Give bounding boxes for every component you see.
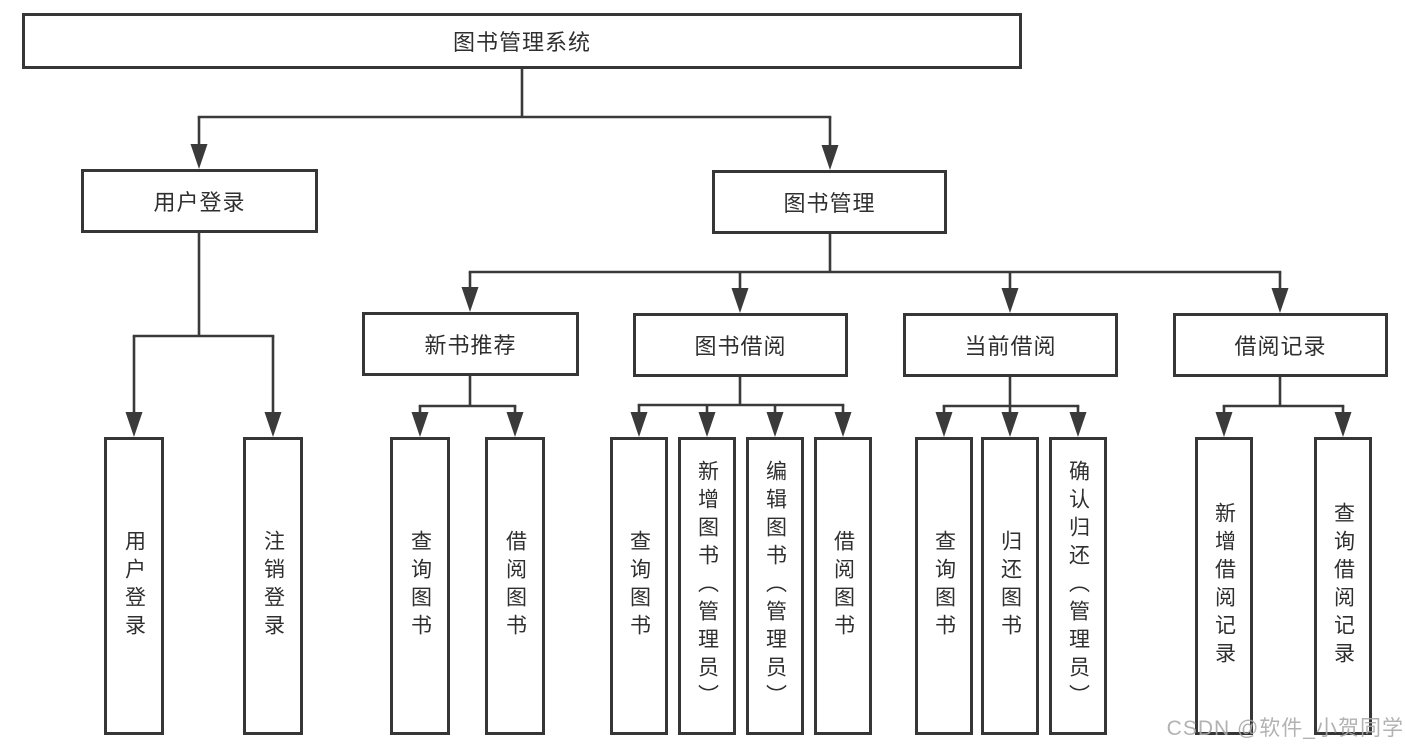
node-current-borrow: 当前借阅 (903, 313, 1118, 377)
leaf-cb-return-books: 归还图书 (981, 437, 1039, 735)
connector-tree-4 (630, 375, 852, 437)
connector-tree-2 (461, 232, 1289, 313)
connector-tree-1 (125, 231, 282, 437)
leaf-bb-borrow-books: 借阅图书 (814, 437, 872, 735)
node-borrow-record: 借阅记录 (1173, 313, 1388, 377)
leaf-user-login: 用户登录 (104, 437, 164, 735)
node-book-borrow: 图书借阅 (633, 313, 848, 377)
leaf-bb-edit-books-admin: 编辑图书（管理员） (746, 437, 804, 735)
node-new-book-recommend: 新书推荐 (362, 312, 579, 376)
leaf-br-query-record: 查询借阅记录 (1314, 437, 1372, 735)
leaf-nbr-borrow-books: 借阅图书 (485, 437, 545, 735)
node-book-management: 图书管理 (712, 170, 947, 234)
leaf-cb-query-books: 查询图书 (915, 437, 973, 735)
leaf-br-add-record: 新增借阅记录 (1195, 437, 1253, 735)
connector-tree-3 (411, 374, 524, 437)
connector-tree-0 (190, 67, 839, 170)
leaf-nbr-query-books: 查询图书 (390, 437, 450, 735)
connector-tree-6 (1215, 375, 1352, 437)
watermark: CSDN @软件_小贺同学 (1166, 717, 1404, 740)
leaf-logout: 注销登录 (243, 437, 303, 735)
connector-tree-5 (935, 375, 1087, 437)
node-user-login: 用户登录 (81, 169, 318, 233)
leaf-cb-confirm-return-admin: 确认归还（管理员） (1049, 437, 1107, 735)
node-root: 图书管理系统 (22, 13, 1022, 69)
leaf-bb-add-books-admin: 新增图书（管理员） (678, 437, 736, 735)
leaf-bb-query-books: 查询图书 (610, 437, 668, 735)
